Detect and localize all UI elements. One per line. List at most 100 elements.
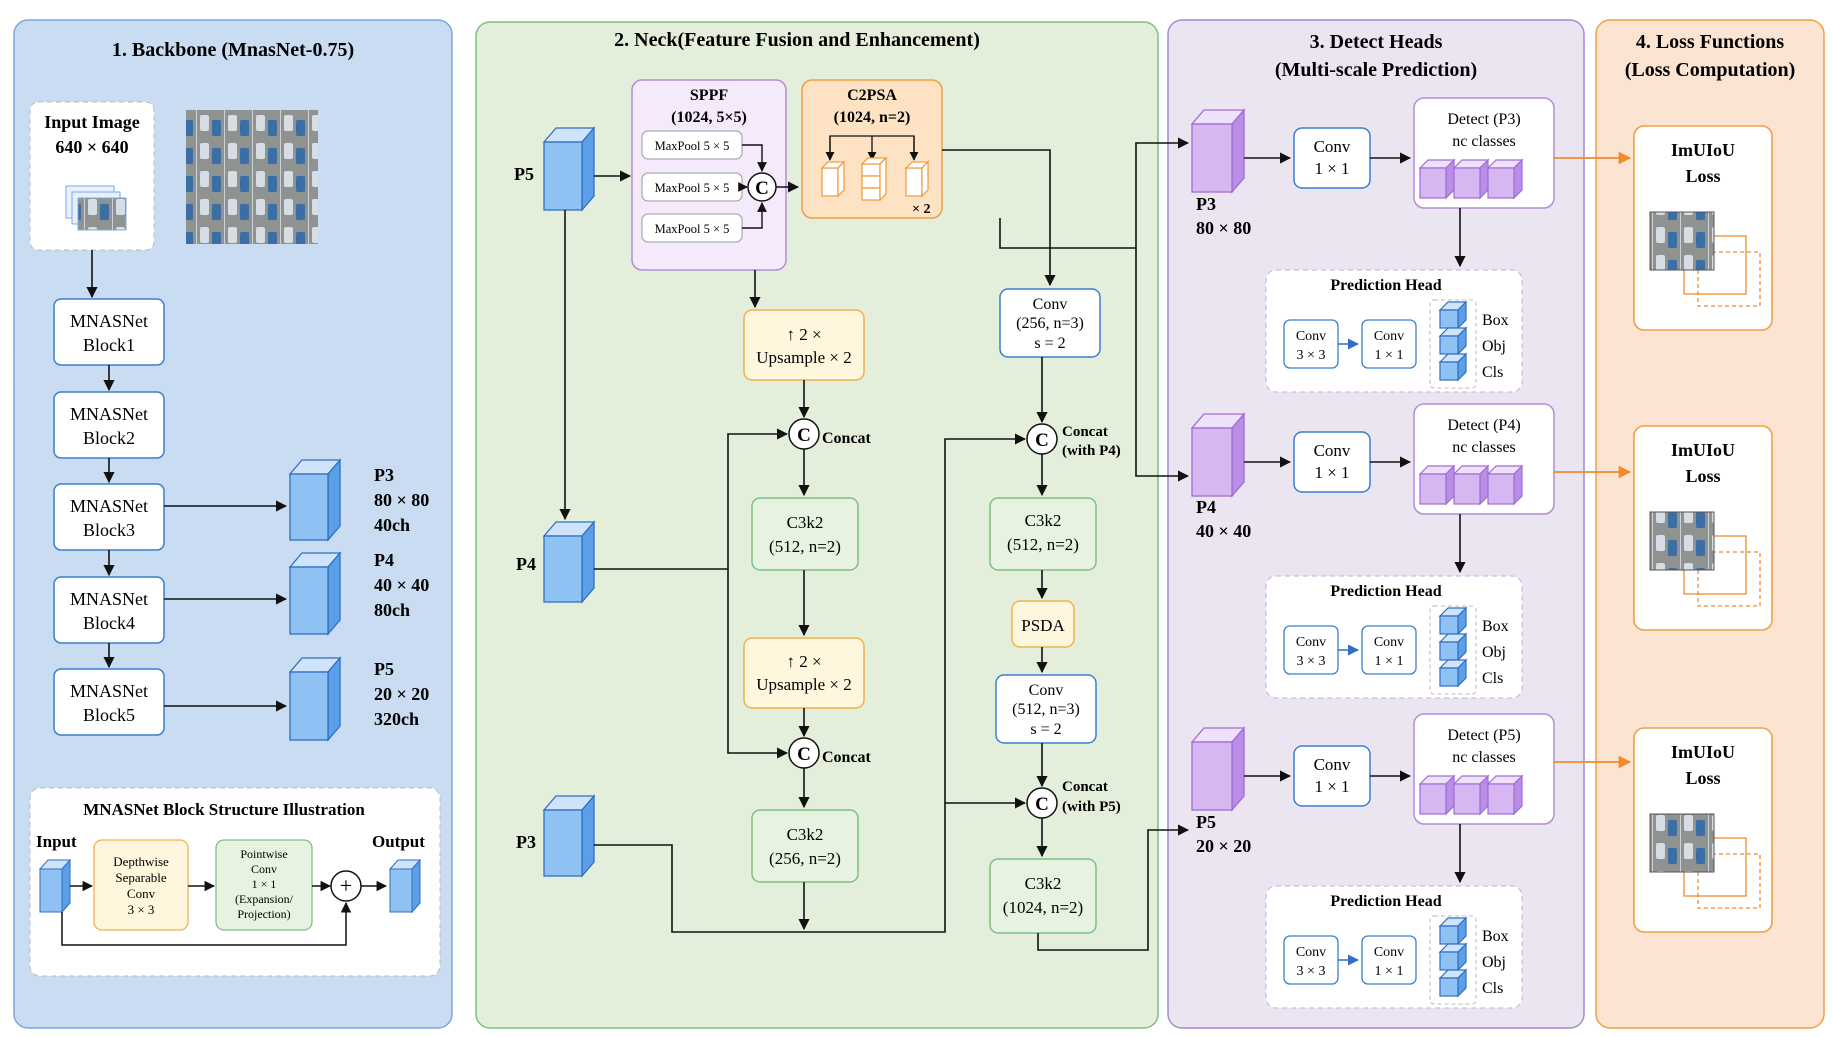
svg-text:1 × 1: 1 × 1	[252, 877, 277, 891]
backbone-p4-cube	[288, 551, 342, 636]
illustration-output-cube	[388, 858, 422, 914]
prediction-head-title: Prediction Head	[1330, 277, 1441, 294]
detect-cube-1-1	[1452, 464, 1490, 506]
detect-cube-2-1	[1452, 774, 1490, 816]
illustration-input-label: Input	[36, 832, 77, 851]
svg-text:Block5: Block5	[83, 705, 135, 725]
head-conv-p4: Conv 1 × 1	[1293, 431, 1371, 493]
svg-text:Conv: Conv	[1314, 137, 1351, 156]
svg-text:Conv: Conv	[127, 886, 156, 901]
svg-text:MNASNet: MNASNet	[70, 496, 148, 516]
heads-title-1: 3. Detect Heads	[1310, 31, 1443, 53]
p5-name: P5	[374, 659, 394, 679]
input-image-label: Input Image	[44, 112, 140, 132]
concat-node-2: C Concat	[788, 737, 872, 769]
c3k2-512-left: C3k2 (512, n=2)	[751, 497, 859, 571]
svg-text:Separable: Separable	[115, 870, 166, 885]
p3-size: 80 × 80	[374, 490, 429, 510]
detect-cube-2-0	[1418, 774, 1456, 816]
head-p3-size: 80 × 80	[1196, 218, 1251, 238]
c3k2-512-right: C3k2 (512, n=2)	[989, 497, 1097, 571]
svg-text:PSDA: PSDA	[1021, 616, 1065, 635]
svg-text:C: C	[797, 744, 811, 765]
mnasnet-block-5: MNASNet Block5	[53, 668, 165, 736]
pred-output-box: Box	[1482, 618, 1509, 635]
svg-text:1 × 1: 1 × 1	[1314, 463, 1349, 482]
pred-output-cube-0	[1438, 606, 1468, 636]
pred-conv33-label: Conv	[1296, 635, 1326, 650]
head-p4-size: 40 × 40	[1196, 521, 1251, 541]
svg-text:C: C	[755, 178, 769, 199]
loss-parking-image	[1649, 813, 1715, 873]
head-p4-name: P4	[1196, 497, 1216, 517]
pred-conv11-size: 1 × 1	[1375, 654, 1404, 669]
neck-p4-cube	[542, 520, 596, 604]
svg-text:MNASNet: MNASNet	[70, 404, 148, 424]
svg-text:s = 2: s = 2	[1030, 721, 1061, 738]
loss-label-1: ImUIoU	[1671, 440, 1735, 460]
detect-cube-1-0	[1418, 464, 1456, 506]
svg-text:Detect (P5): Detect (P5)	[1447, 727, 1520, 744]
pred-output-cube-0	[1438, 916, 1468, 946]
pred-output-cls: Cls	[1482, 364, 1503, 381]
p3-name: P3	[374, 465, 394, 485]
pred-conv33-size: 3 × 3	[1297, 348, 1326, 363]
svg-text:Depthwise: Depthwise	[113, 854, 169, 869]
mnasnet-block-1: MNASNet Block1	[53, 298, 165, 366]
pred-output-box: Box	[1482, 928, 1509, 945]
concat-with-p4: (with P4)	[1062, 443, 1121, 459]
head-conv-p5: Conv 1 × 1	[1293, 745, 1371, 807]
pred-output-cube-2	[1438, 968, 1468, 998]
svg-text:C: C	[1035, 794, 1049, 815]
svg-text:nc classes: nc classes	[1452, 439, 1516, 456]
maxpool-3: MaxPool 5 × 5	[655, 222, 730, 236]
svg-text:MNASNet: MNASNet	[70, 311, 148, 331]
c2psa-sub: (1024, n=2)	[834, 109, 911, 126]
svg-text:MNASNet: MNASNet	[70, 681, 148, 701]
detect-cube-0-0	[1418, 158, 1456, 200]
p3-ch: 40ch	[374, 515, 410, 535]
svg-text:Conv: Conv	[1314, 441, 1351, 460]
loss-label-1: ImUIoU	[1671, 140, 1735, 160]
svg-text:Conv: Conv	[251, 862, 277, 876]
pred-conv33-size: 3 × 3	[1297, 964, 1326, 979]
svg-text:Block1: Block1	[83, 335, 135, 355]
concat-node-p4: C Concat (with P4)	[1026, 423, 1121, 459]
svg-text:C3k2: C3k2	[787, 513, 824, 532]
pred-conv11-size: 1 × 1	[1375, 964, 1404, 979]
pred-output-cube-1	[1438, 632, 1468, 662]
pred-output-obj: Obj	[1482, 954, 1506, 971]
svg-text:(256, n=2): (256, n=2)	[769, 849, 841, 868]
neck-p5-label: P5	[514, 164, 534, 184]
p4-name: P4	[374, 550, 394, 570]
loss-parking-image	[1649, 211, 1715, 271]
pred-output-box: Box	[1482, 312, 1509, 329]
p4-size: 40 × 40	[374, 575, 429, 595]
svg-text:3 × 3: 3 × 3	[128, 902, 155, 917]
svg-text:s = 2: s = 2	[1034, 335, 1065, 352]
c2psa-times: × 2	[912, 202, 930, 217]
pred-output-cube-2	[1438, 352, 1468, 382]
svg-text:C3k2: C3k2	[1025, 874, 1062, 893]
pred-output-cls: Cls	[1482, 670, 1503, 687]
concat-with-p5: (with P5)	[1062, 799, 1121, 815]
pred-output-cls: Cls	[1482, 980, 1503, 997]
conv-512-s2: Conv (512, n=3) s = 2	[995, 674, 1097, 744]
pred-conv11-label: Conv	[1374, 635, 1404, 650]
loss-label-2: Loss	[1685, 768, 1720, 788]
concat-node-1: C Concat	[788, 418, 872, 450]
head-p3-name: P3	[1196, 194, 1216, 214]
upsample-2: ↑ 2 × Upsample × 2	[743, 637, 865, 709]
backbone-title: 1. Backbone (MnasNet-0.75)	[112, 39, 354, 61]
pred-output-cube-1	[1438, 942, 1468, 972]
sppf-sub: (1024, 5×5)	[671, 109, 747, 126]
backbone-p5-cube	[288, 656, 342, 742]
svg-text:(Expansion/: (Expansion/	[235, 892, 294, 906]
loss-title-2: (Loss Computation)	[1625, 59, 1796, 81]
section-backbone: 1. Backbone (MnasNet-0.75)	[13, 19, 453, 1029]
neck-p4-label: P4	[516, 554, 536, 574]
pred-conv11-size: 1 × 1	[1375, 348, 1404, 363]
